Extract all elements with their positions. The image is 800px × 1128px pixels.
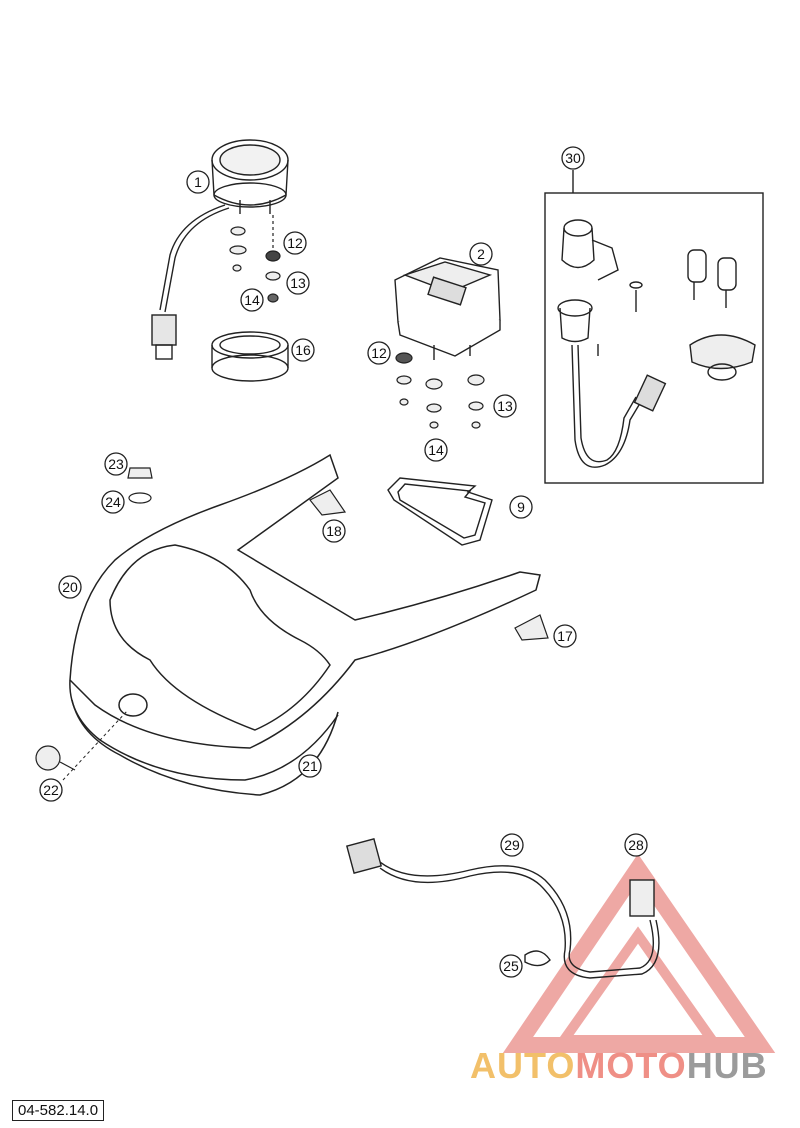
callout-14a: 14: [240, 288, 264, 312]
svg-text:12: 12: [371, 345, 387, 361]
svg-text:30: 30: [565, 150, 581, 166]
callout-23: 23: [104, 452, 128, 476]
svg-text:2: 2: [477, 246, 485, 262]
svg-text:14: 14: [244, 292, 260, 308]
callout-12a: 12: [283, 231, 307, 255]
svg-text:1: 1: [194, 174, 202, 190]
small-parts-cover: [35, 467, 549, 771]
svg-text:21: 21: [302, 758, 318, 774]
svg-text:17: 17: [557, 628, 573, 644]
callout-13a: 13: [286, 271, 310, 295]
callout-14b: 14: [424, 438, 448, 462]
callout-22: 22: [39, 778, 63, 802]
digital-cockpit-part: [394, 257, 501, 360]
svg-text:12: 12: [287, 235, 303, 251]
leader-22: [62, 709, 129, 781]
callout-17: 17: [553, 624, 577, 648]
callouts: 1 2 9 12 12 13 13 14 14 16 17 18 20 21 2…: [39, 146, 648, 978]
svg-text:29: 29: [504, 837, 520, 853]
svg-text:20: 20: [62, 579, 78, 595]
callout-24: 24: [101, 490, 125, 514]
callout-2: 2: [469, 242, 493, 266]
svg-text:28: 28: [628, 837, 644, 853]
wire-harness-part: [345, 837, 660, 979]
svg-text:16: 16: [295, 342, 311, 358]
brand-part-moto: MOTO: [575, 1045, 687, 1086]
callout-28: 28: [624, 833, 648, 857]
svg-text:13: 13: [290, 275, 306, 291]
callout-9: 9: [509, 495, 533, 519]
speedometer-part: [151, 139, 289, 360]
svg-text:24: 24: [105, 494, 121, 510]
svg-text:25: 25: [503, 958, 519, 974]
brand-part-auto: AUTO: [470, 1045, 576, 1086]
callout-25: 25: [499, 954, 523, 978]
headlight-mask-part: [69, 453, 541, 796]
callout-29: 29: [500, 833, 524, 857]
svg-text:18: 18: [326, 523, 342, 539]
svg-text:9: 9: [517, 499, 525, 515]
svg-text:14: 14: [428, 442, 444, 458]
ring-part: [211, 331, 289, 382]
ignition-lock-kit-box: [544, 170, 764, 484]
callout-18: 18: [322, 519, 346, 543]
callout-21: 21: [298, 754, 322, 778]
callout-20: 20: [58, 575, 82, 599]
svg-text:22: 22: [43, 782, 59, 798]
reference-code: 04-582.14.0: [12, 1100, 105, 1121]
callout-16: 16: [291, 338, 315, 362]
fastener-group-2: [395, 352, 485, 429]
watermark-brand: AUTOMOTOHUB: [470, 1045, 768, 1087]
callout-30: 30: [561, 146, 585, 170]
fastener-group-1: [229, 215, 281, 303]
svg-text:23: 23: [108, 456, 124, 472]
callout-12b: 12: [367, 341, 391, 365]
svg-text:13: 13: [497, 398, 513, 414]
watermark-triangle: [502, 853, 776, 1053]
callout-13b: 13: [493, 394, 517, 418]
brand-part-hub: HUB: [686, 1045, 768, 1086]
seal-frame-part: [387, 477, 493, 546]
callout-1: 1: [186, 170, 210, 194]
